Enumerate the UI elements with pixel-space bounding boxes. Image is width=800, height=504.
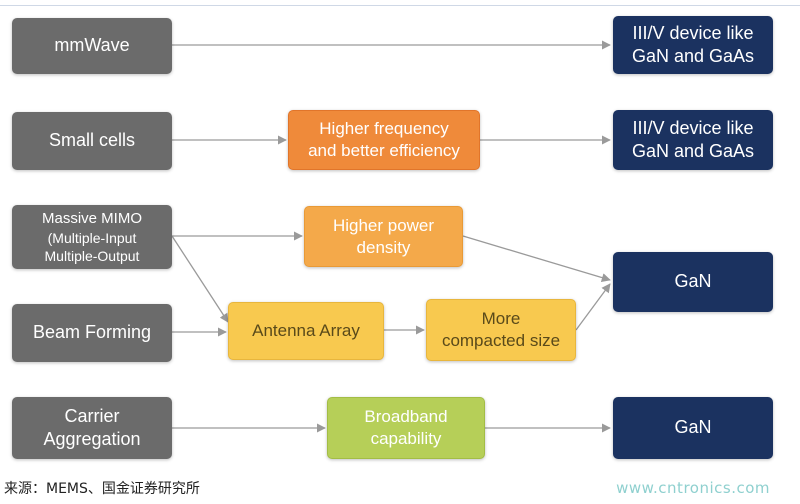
antenna-array-box: Antenna Array	[228, 302, 384, 360]
source-box-beam-forming: Beam Forming	[12, 304, 172, 362]
arrow-higher-power-to-device3	[462, 235, 611, 283]
source-box-carrier-aggregation: Carrier Aggregation	[12, 397, 172, 459]
higher-frequency-line1: Higher frequency	[319, 119, 449, 139]
device-line2: GaN and GaAs	[631, 141, 755, 161]
device-line2: GaN and GaAs	[631, 46, 755, 66]
source-label-line2: (Multiple-Input	[47, 229, 137, 246]
source-label-line1: Massive MIMO	[41, 210, 142, 228]
device-line1: III/V device like	[632, 22, 754, 43]
compacted-line2: compacted size	[441, 331, 561, 350]
device-box-2: III/V device like GaN and GaAs	[613, 110, 773, 170]
device-label: GaN	[674, 417, 712, 438]
watermark: www.cntronics.com	[616, 479, 770, 497]
source-label-line1: Carrier	[64, 405, 120, 426]
source-box-massive-mimo: Massive MIMO (Multiple-Input Multiple-Ou…	[12, 205, 172, 269]
antenna-array-label: Antenna Array	[252, 321, 360, 341]
source-label-line3: Multiple-Output	[44, 247, 140, 264]
broadband-line2: capability	[370, 429, 442, 448]
source-label: mmWave	[54, 35, 130, 56]
compacted-line1: More	[481, 309, 521, 329]
device-box-1: III/V device like GaN and GaAs	[613, 16, 773, 74]
source-caption: 来源：MEMS、国金证券研究所	[4, 481, 200, 497]
source-label: Small cells	[48, 130, 136, 151]
broadband-line1: Broadband	[364, 407, 448, 427]
device-label: GaN	[674, 271, 712, 292]
compacted-size-box: More compacted size	[426, 299, 576, 361]
broadband-capability-box: Broadband capability	[327, 397, 485, 459]
arrow-mimo-to-antenna-array	[171, 235, 229, 323]
source-label-line2: Aggregation	[43, 429, 141, 449]
device-box-3: GaN	[613, 252, 773, 312]
higher-frequency-box: Higher frequency and better efficiency	[288, 110, 480, 170]
source-box-small-cells: Small cells	[12, 112, 172, 170]
device-box-4: GaN	[613, 397, 773, 459]
higher-power-line1: Higher power	[332, 215, 435, 235]
top-divider	[0, 5, 800, 6]
higher-frequency-line2: and better efficiency	[308, 141, 460, 160]
arrow-compacted-to-device3	[575, 283, 611, 331]
device-line1: III/V device like	[632, 117, 754, 138]
higher-power-line2: density	[356, 237, 411, 257]
source-label: Beam Forming	[32, 322, 152, 343]
higher-power-density-box: Higher power density	[304, 206, 463, 267]
source-box-mmwave: mmWave	[12, 18, 172, 74]
